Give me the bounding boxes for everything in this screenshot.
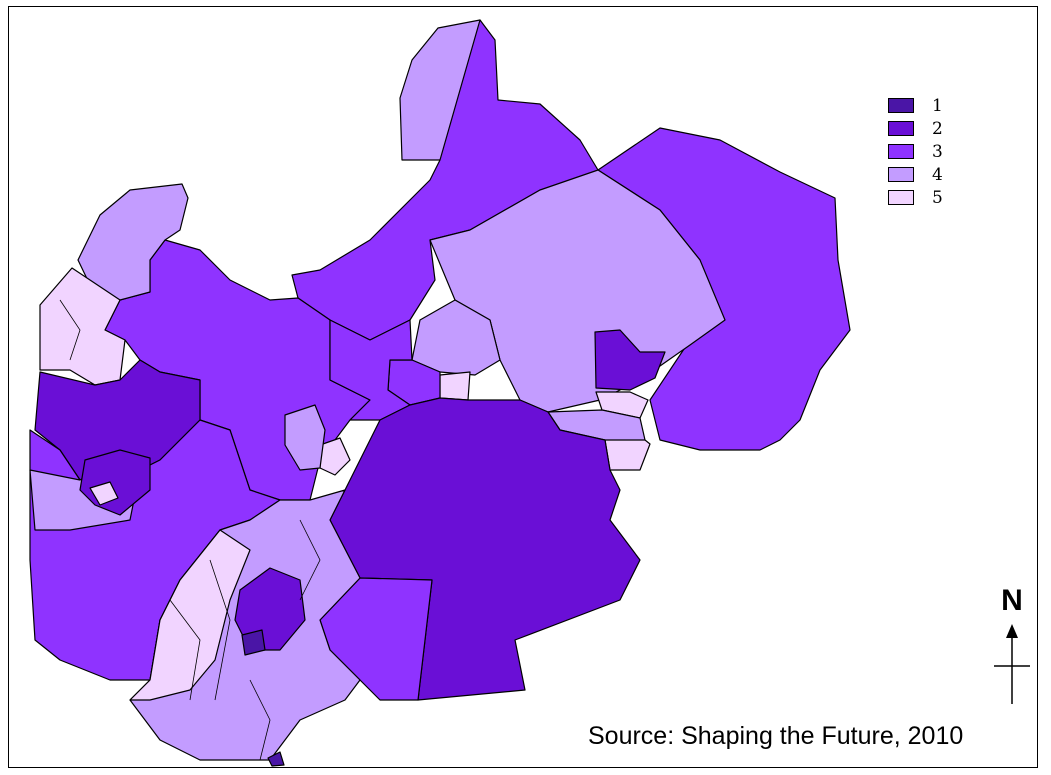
north-arrow-icon xyxy=(994,624,1030,704)
legend-swatch xyxy=(888,144,914,159)
boundary-detail-4 xyxy=(59,299,81,361)
legend-label: 1 xyxy=(932,95,943,116)
legend-label: 5 xyxy=(932,187,943,208)
region-northwest-pale xyxy=(39,267,126,386)
legend-swatch xyxy=(888,98,914,113)
map-legend: 1 2 3 4 5 xyxy=(888,94,943,209)
region-south-tip xyxy=(267,751,285,767)
legend-item: 4 xyxy=(888,163,943,186)
legend-item: 1 xyxy=(888,94,943,117)
boundary-detail-3 xyxy=(249,679,271,761)
region-south-dark-1 xyxy=(241,629,266,656)
boundary-detail-1 xyxy=(169,599,201,701)
region-ne-dark-inset xyxy=(594,329,666,391)
region-south-dark-2 xyxy=(234,567,306,651)
region-center-3b xyxy=(329,319,413,421)
boundary-detail-2 xyxy=(209,559,231,701)
legend-item: 2 xyxy=(888,117,943,140)
region-center-pale-2 xyxy=(319,437,351,476)
legend-swatch xyxy=(888,121,914,136)
region-center-4-small xyxy=(284,404,326,471)
legend-label: 4 xyxy=(932,164,943,185)
legend-label: 3 xyxy=(932,141,943,162)
legend-swatch xyxy=(888,190,914,205)
legend-item: 3 xyxy=(888,140,943,163)
boundary-detail-5 xyxy=(299,519,321,601)
region-southwest-pale xyxy=(129,529,251,701)
north-label: N xyxy=(1001,584,1023,617)
region-center-pale xyxy=(439,371,471,401)
legend-swatch xyxy=(888,167,914,182)
region-ne-pale xyxy=(595,391,649,419)
source-caption: Source: Shaping the Future, 2010 xyxy=(588,722,964,750)
north-arrow: N xyxy=(990,586,1034,706)
legend-item: 5 xyxy=(888,186,943,209)
region-west-pale-cluster xyxy=(89,481,119,506)
legend-label: 2 xyxy=(932,118,943,139)
